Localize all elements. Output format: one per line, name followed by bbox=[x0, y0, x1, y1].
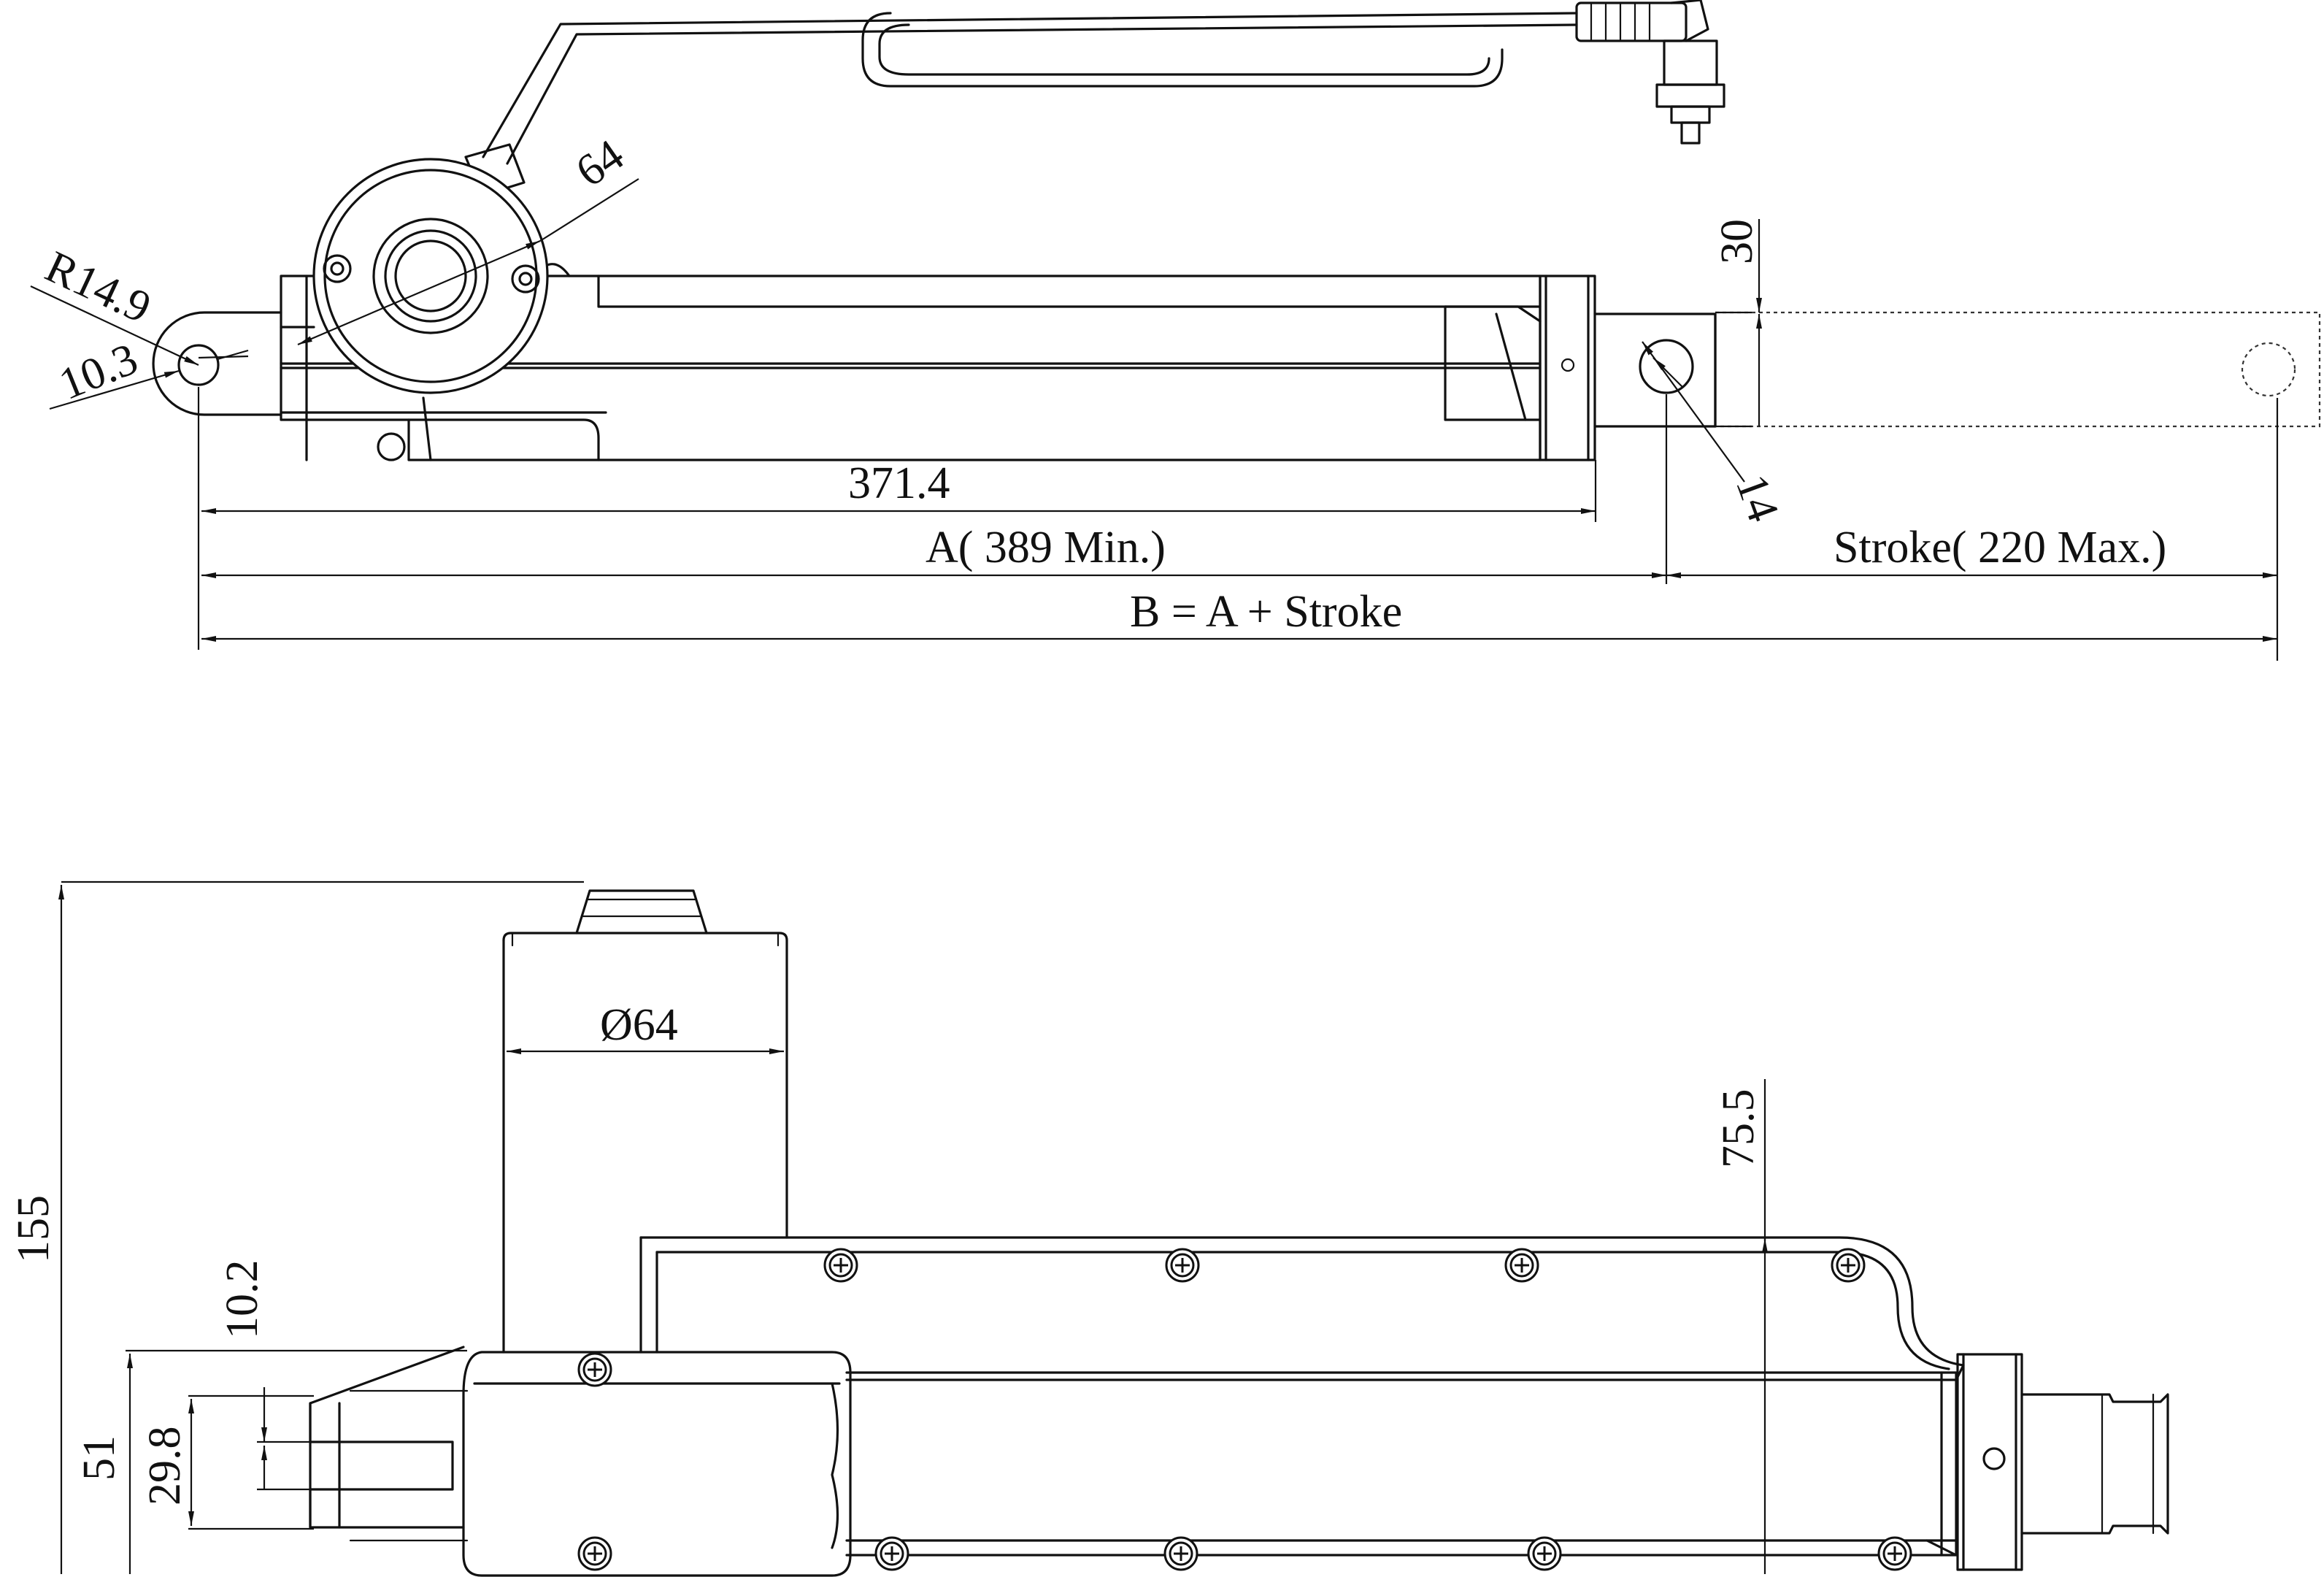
side-view: Ø64 155 75.5 10.2 51 29.8 bbox=[9, 880, 2169, 1577]
side-motor bbox=[502, 889, 788, 1354]
hole-label: 10.3 bbox=[53, 334, 145, 410]
cable bbox=[464, 12, 1578, 197]
top-to-axis-label: 75.5 bbox=[1714, 1089, 1763, 1169]
total-height-label: 155 bbox=[9, 1195, 58, 1263]
clevis-width-label: 29.8 bbox=[140, 1427, 190, 1506]
end-cap bbox=[1539, 275, 1596, 461]
motor-head bbox=[312, 158, 571, 394]
side-body bbox=[639, 1236, 1965, 1557]
top-view: R14.9 10.3 64 30 14 371.4 A( 389 Min.) S… bbox=[30, 0, 2321, 661]
radius-label: R14.9 bbox=[38, 242, 158, 333]
side-end-cap bbox=[1956, 1353, 2169, 1571]
side-view-dimensions bbox=[58, 880, 1768, 1574]
extension-rod bbox=[1593, 311, 2321, 428]
housing bbox=[280, 275, 1542, 461]
front-height-label: 51 bbox=[74, 1435, 124, 1481]
rod-width-label: 30 bbox=[1712, 219, 1762, 264]
side-clevis bbox=[309, 1346, 852, 1577]
retracted-length-label: A( 389 Min.) bbox=[926, 523, 1166, 572]
top-view-dimensions bbox=[30, 178, 2279, 661]
rod-hole-label: 14 bbox=[1726, 469, 1788, 529]
body-length-label: 371.4 bbox=[848, 458, 950, 508]
connector bbox=[1575, 0, 1725, 145]
rear-mount-hole bbox=[177, 344, 220, 386]
clevis-offset-label: 10.2 bbox=[218, 1260, 267, 1340]
stroke-label: Stroke( 220 Max.) bbox=[1834, 523, 2166, 572]
side-view-labels: Ø64 155 75.5 10.2 51 29.8 bbox=[9, 1000, 1763, 1505]
motor-diameter-label: Ø64 bbox=[600, 1000, 678, 1050]
motor-size-label: 64 bbox=[567, 130, 633, 196]
extended-length-label: B = A + Stroke bbox=[1130, 587, 1402, 637]
screws bbox=[577, 1248, 1912, 1571]
rear-clevis bbox=[152, 311, 282, 416]
